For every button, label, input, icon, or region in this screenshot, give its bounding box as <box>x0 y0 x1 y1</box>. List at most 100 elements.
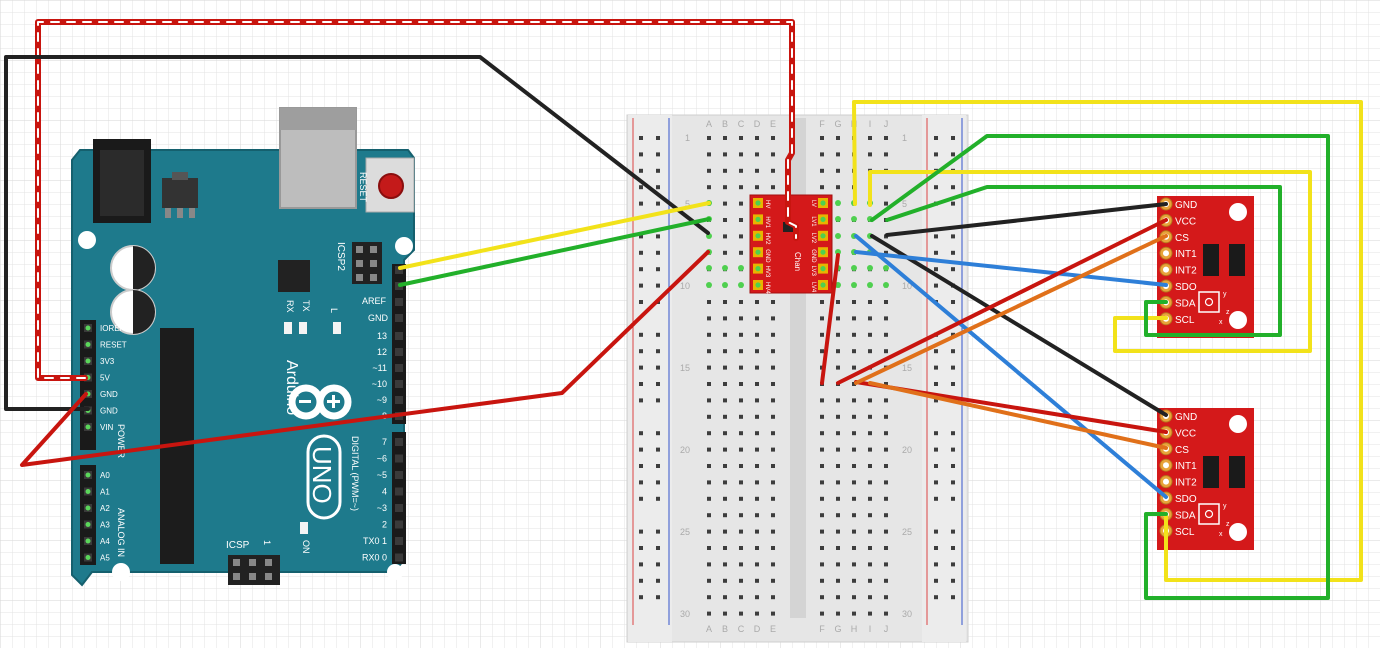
breadboard-hole <box>836 513 840 518</box>
breadboard-hole <box>739 464 743 468</box>
breadboard-hole <box>771 168 775 173</box>
breadboard-rail-hole <box>951 529 955 534</box>
digital-pin[interactable] <box>395 438 403 446</box>
digital-pin-label: ~3 <box>377 503 387 513</box>
breadboard-rail-hole <box>934 267 938 272</box>
breadboard-rail-hole <box>656 480 660 485</box>
wire-vcc-red-jumper[interactable] <box>820 253 840 385</box>
digital-pin[interactable] <box>395 454 403 463</box>
breadboard-rail-hole <box>639 250 643 255</box>
wire-sdo-blue-sensor1[interactable] <box>854 250 1168 287</box>
breadboard-hole <box>852 464 856 468</box>
breadboard-rail-hole <box>639 201 643 206</box>
wire-vcc-red-sensor1[interactable] <box>836 218 1168 385</box>
digital-pin-label: 7 <box>382 437 387 447</box>
arduino-uno-board[interactable]: RESET ICSP2 TX RX L Arduino U <box>71 107 415 587</box>
breadboard-hole <box>707 414 711 419</box>
breadboard-active-hole <box>706 265 712 271</box>
breadboard-hole <box>723 316 727 321</box>
breadboard-hole <box>884 611 888 616</box>
breadboard-rail-hole <box>639 185 643 190</box>
breadboard-hole <box>739 578 743 583</box>
digital-pin[interactable] <box>395 380 403 388</box>
breadboard-hole <box>868 300 872 304</box>
breadboard-hole <box>771 414 775 419</box>
breadboard-active-hole <box>851 265 857 271</box>
breadboard-col-label: D <box>754 119 761 129</box>
power-pin-label: GND <box>100 390 118 399</box>
breadboard-active-hole <box>706 282 712 288</box>
breadboard-hole <box>820 513 824 518</box>
breadboard-hole <box>820 529 824 534</box>
breadboard-hole <box>771 447 775 452</box>
breadboard-rail-hole <box>951 365 955 370</box>
level-shifter-pin-hole <box>755 266 761 272</box>
digital-section-label: DIGITAL (PWM=~) <box>350 436 360 511</box>
digital-pin[interactable] <box>395 364 403 372</box>
analog-pin-hole <box>85 555 91 560</box>
breadboard-hole <box>820 496 824 501</box>
breadboard-hole <box>707 136 711 140</box>
breadboard-hole <box>868 431 872 436</box>
power-jack-inner <box>100 150 144 216</box>
wire-cs-orange-sensor2[interactable] <box>868 381 1168 450</box>
digital-pin-label: ~9 <box>377 395 387 405</box>
digital-pin[interactable] <box>395 266 403 274</box>
breadboard-hole <box>868 546 872 550</box>
breadboard-hole <box>836 300 840 304</box>
wire-yellow-top-loop[interactable] <box>852 100 1363 582</box>
digital-pin[interactable] <box>395 487 403 496</box>
breadboard-hole <box>771 546 775 550</box>
digital-pin[interactable] <box>395 332 403 340</box>
reset-button-cap[interactable] <box>378 173 404 199</box>
breadboard-col-label: J <box>884 119 889 129</box>
breadboard-hole <box>884 382 888 386</box>
wire-sdo-blue-sensor2[interactable] <box>854 234 1168 499</box>
digital-pin[interactable] <box>395 520 403 529</box>
wire-green-lower-sensor[interactable] <box>870 134 1330 600</box>
wire-yellow-upper-sensor[interactable] <box>868 170 1312 353</box>
breadboard-hole <box>707 365 711 370</box>
wire-green-upper-sensor[interactable] <box>885 185 1282 337</box>
digital-pin[interactable] <box>395 471 403 479</box>
breadboard-hole <box>707 447 711 452</box>
breadboard-hole <box>771 152 775 157</box>
breadboard-hole <box>739 382 743 386</box>
digital-pin[interactable] <box>395 553 403 562</box>
level-shifter-hv-label: HV2 <box>764 233 770 245</box>
breadboard-hole <box>739 431 743 436</box>
wire-gnd-black-sensor1[interactable] <box>885 202 1168 237</box>
breadboard-rail-hole <box>951 152 955 157</box>
breadboard-hole <box>884 496 888 501</box>
breadboard-col-label: B <box>722 119 728 129</box>
analog-pin-hole <box>85 505 91 511</box>
wire-gnd-black[interactable] <box>4 55 710 411</box>
breadboard-hole <box>884 595 888 600</box>
breadboard-row-label: 20 <box>902 445 912 455</box>
wire-gnd-black-sensor2[interactable] <box>870 234 1168 417</box>
wire-cs-orange-sensor1[interactable] <box>854 234 1168 385</box>
level-shifter-lv-label: LV <box>810 200 816 207</box>
breadboard-hole <box>820 152 824 157</box>
wire-sda-yellow[interactable] <box>398 201 711 270</box>
breadboard-rail-hole <box>951 480 955 485</box>
digital-pin[interactable] <box>395 298 403 306</box>
digital-pin[interactable] <box>395 348 403 356</box>
axis-label: z <box>1226 521 1230 528</box>
wire-5v-red[interactable] <box>20 250 710 467</box>
breadboard-hole <box>852 300 856 304</box>
breadboard-col-label: F <box>819 119 825 129</box>
digital-pin[interactable] <box>395 396 403 404</box>
wire-scl-green[interactable] <box>398 217 711 287</box>
breadboard-hole <box>868 447 872 452</box>
digital-pin[interactable] <box>395 314 403 322</box>
digital-pin[interactable] <box>395 504 403 512</box>
digital-pin[interactable] <box>395 537 403 545</box>
breadboard-rail-hole <box>951 546 955 550</box>
breadboard-hole <box>755 300 759 304</box>
breadboard-rail-hole <box>934 136 938 140</box>
mount-hole <box>387 564 403 580</box>
